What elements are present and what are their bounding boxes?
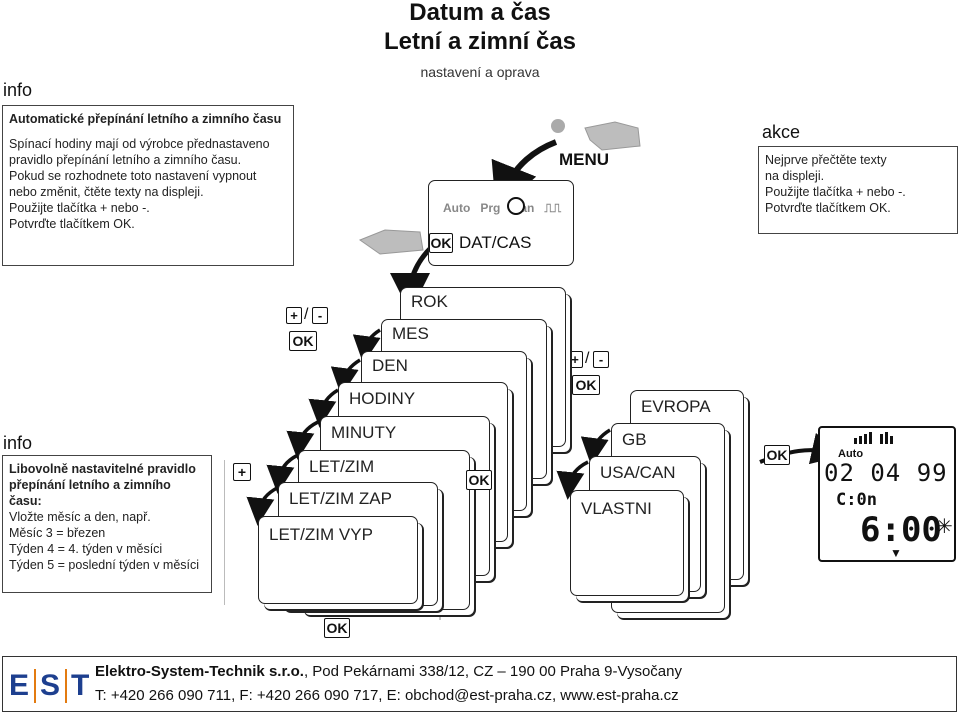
ok-key[interactable]: OK bbox=[429, 233, 453, 253]
info-line: pravidlo přepínání letního a zimního čas… bbox=[9, 153, 242, 167]
menu-item-datcas: DAT/CAS bbox=[459, 233, 532, 252]
slash: / bbox=[304, 306, 309, 323]
step-label: MES bbox=[392, 324, 429, 343]
minus-key[interactable]: - bbox=[312, 307, 328, 324]
step-panel: LET/ZIM VYP bbox=[258, 516, 418, 604]
region-label: USA/CAN bbox=[600, 463, 676, 482]
logo-letter: S bbox=[40, 669, 62, 702]
time-readout: 6:00 bbox=[860, 510, 942, 550]
sun-icon: ✳ bbox=[936, 516, 953, 538]
region-label: EVROPA bbox=[641, 397, 711, 416]
info-line: Spínací hodiny mají od výrobce přednasta… bbox=[9, 137, 270, 151]
company-line: Elektro-System-Technik s.r.o., Pod Pekár… bbox=[95, 663, 682, 680]
step-label: LET/ZIM bbox=[309, 457, 375, 476]
ok-key[interactable]: OK bbox=[289, 331, 317, 351]
menu-button-label[interactable]: MENU bbox=[559, 150, 610, 169]
plus-key[interactable]: + bbox=[567, 351, 583, 368]
logo-letter: T bbox=[71, 669, 91, 702]
ok-key[interactable]: OK bbox=[324, 618, 350, 638]
info-line: Měsíc 3 = březen bbox=[9, 526, 106, 540]
info-label-top: info bbox=[3, 80, 33, 100]
info-heading: Automatické přepínání letního a zimního … bbox=[9, 112, 282, 126]
mode-auto: Auto bbox=[443, 201, 471, 215]
mode-row: Auto Prg Man ⎍⎍ bbox=[443, 201, 561, 216]
slash: / bbox=[585, 350, 590, 367]
signal-bars-icon bbox=[854, 432, 893, 444]
info-line: Použijte tlačítka + nebo -. bbox=[9, 201, 150, 215]
akce-box: Nejprve přečtěte texty na displeji. Použ… bbox=[758, 146, 958, 234]
akce-line: na displeji. bbox=[765, 169, 825, 183]
step-label: ROK bbox=[411, 292, 448, 311]
divider bbox=[224, 460, 225, 605]
plus-key[interactable]: + bbox=[286, 307, 302, 324]
company-address: , Pod Pekárnami 338/12, CZ – 190 00 Prah… bbox=[303, 663, 682, 680]
cursor-icon: ▼ bbox=[890, 546, 902, 560]
mode-prg: Prg bbox=[480, 201, 501, 215]
step-label: DEN bbox=[372, 356, 408, 375]
region-label: VLASTNI bbox=[581, 499, 652, 518]
page-title: Datum a čas bbox=[409, 0, 551, 26]
plus-key[interactable]: + bbox=[233, 463, 251, 481]
ok-key[interactable]: OK bbox=[572, 375, 600, 395]
ok-key[interactable]: OK bbox=[764, 445, 790, 465]
step-label: LET/ZIM ZAP bbox=[289, 489, 392, 508]
info-line: Týden 4 = 4. týden v měsíci bbox=[9, 542, 163, 556]
minus-key[interactable]: - bbox=[593, 351, 609, 368]
est-logo: E S T bbox=[9, 669, 90, 703]
info-line: Pokud se rozhodnete toto nastavení vypno… bbox=[9, 169, 257, 183]
ok-key[interactable]: OK bbox=[466, 470, 492, 490]
step-label: MINUTY bbox=[331, 423, 397, 442]
footer: E S T Elektro-System-Technik s.r.o., Pod… bbox=[2, 656, 957, 712]
akce-label: akce bbox=[762, 122, 801, 142]
logo-letter: E bbox=[9, 669, 31, 702]
region-panel: VLASTNI bbox=[570, 490, 684, 596]
info-line: Potvrďte tlačítkem OK. bbox=[9, 217, 135, 231]
step-label: LET/ZIM VYP bbox=[269, 525, 373, 544]
dst-readout: C:0n bbox=[836, 490, 877, 510]
company-name: Elektro-System-Technik s.r.o. bbox=[95, 663, 304, 680]
akce-line: Nejprve přečtěte texty bbox=[765, 153, 887, 167]
final-display: Auto 02 04 99 C:0n 6:00 ✳ ▼ bbox=[818, 426, 956, 562]
date-readout: 02 04 99 bbox=[824, 459, 948, 487]
mode-pulse: ⎍⎍ bbox=[544, 201, 562, 215]
info-box-bottom: Libovolně nastavitelné pravidlo přepínán… bbox=[2, 455, 212, 593]
akce-line: Použijte tlačítka + nebo -. bbox=[765, 185, 906, 199]
device-menu-screen: Auto Prg Man ⎍⎍ OK DAT/CAS bbox=[428, 180, 574, 266]
info-heading: Libovolně nastavitelné pravidlo přepínán… bbox=[9, 462, 196, 508]
mode-indicator: Auto bbox=[838, 448, 864, 460]
page-title-secondary: Letní a zimní čas bbox=[383, 28, 577, 55]
info-line: nebo změnit, čtěte texty na displeji. bbox=[9, 185, 204, 199]
page-subtitle: nastavení a oprava bbox=[420, 64, 540, 80]
info-label-bottom: info bbox=[3, 433, 33, 453]
contact-line: T: +420 266 090 711, F: +420 266 090 717… bbox=[95, 687, 679, 704]
info-box-top: Automatické přepínání letního a zimního … bbox=[2, 105, 294, 266]
info-line: Týden 5 = poslední týden v měsíci bbox=[9, 558, 200, 572]
info-line: Vložte měsíc a den, např. bbox=[9, 510, 151, 524]
region-label: GB bbox=[622, 430, 647, 449]
step-label: HODINY bbox=[349, 389, 416, 408]
akce-line: Potvrďte tlačítkem OK. bbox=[765, 201, 891, 215]
clock-icon bbox=[507, 197, 525, 215]
